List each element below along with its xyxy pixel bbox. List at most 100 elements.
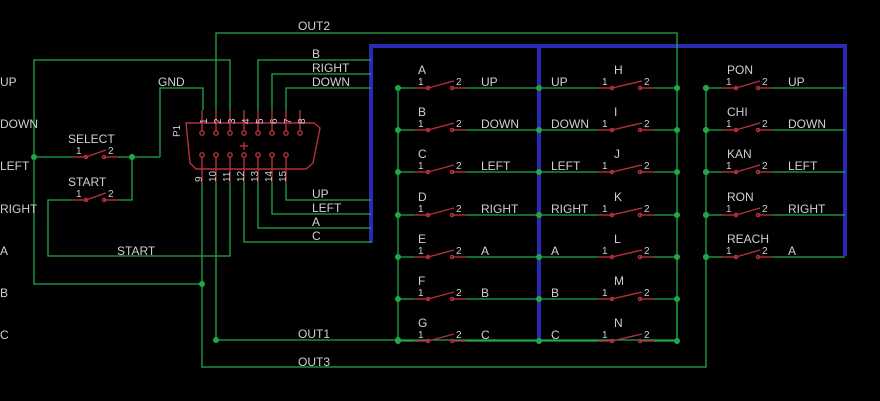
col3-ron-pin2: 2 bbox=[762, 204, 768, 215]
col3-chi-label: CHI bbox=[727, 105, 748, 119]
col1-f-junction bbox=[395, 296, 401, 302]
col3-kan-label: KAN bbox=[727, 147, 752, 161]
col1-g-label: G bbox=[418, 316, 427, 330]
col3-out-junction-1 bbox=[703, 127, 709, 133]
col2-out-junction-5 bbox=[674, 296, 680, 302]
col2-m-net-left-label: B bbox=[551, 286, 559, 300]
col1-e-pin2: 2 bbox=[456, 246, 462, 257]
col2-k-net-label: RIGHT bbox=[0, 202, 38, 216]
col2-out-junction-3 bbox=[674, 212, 680, 218]
junctions bbox=[31, 85, 709, 344]
col1-b-junction bbox=[395, 127, 401, 133]
col2-j-net-label: LEFT bbox=[0, 159, 30, 173]
col2-i-net-label: DOWN bbox=[0, 117, 38, 131]
pin-5-label: 5 bbox=[255, 118, 266, 124]
col1-g-pin1: 1 bbox=[418, 330, 424, 341]
col2-k-net-left-label: RIGHT bbox=[551, 202, 589, 216]
up-wire bbox=[285, 183, 371, 201]
col2-l-pin2: 2 bbox=[644, 246, 650, 257]
col2-k-pin1: 1 bbox=[602, 204, 608, 215]
col1-a-pin2: 2 bbox=[456, 77, 462, 88]
col3-reach-label: REACH bbox=[727, 232, 769, 246]
down-wire bbox=[285, 87, 371, 110]
left-junction-4 bbox=[395, 337, 401, 343]
pin-8-pad bbox=[297, 130, 303, 136]
col2-n-switch: 1 2 N bbox=[598, 316, 654, 344]
col2-k-pin2: 2 bbox=[644, 204, 650, 215]
col3-reach-net-label: A bbox=[788, 244, 796, 258]
col1-f-pin1: 1 bbox=[418, 288, 424, 299]
col2-m-junction bbox=[536, 296, 542, 302]
out3-label: OUT3 bbox=[298, 355, 330, 369]
col1-c-net-label: LEFT bbox=[481, 159, 511, 173]
col1-a-net-label: UP bbox=[481, 75, 498, 89]
col1-g-pin2: 2 bbox=[456, 330, 462, 341]
col1-e-label: E bbox=[418, 232, 426, 246]
col3-out-junction-3 bbox=[703, 212, 709, 218]
col2-j-pin2: 2 bbox=[644, 161, 650, 172]
col2-h-pin2: 2 bbox=[644, 77, 650, 88]
col1-a-label: A bbox=[418, 63, 426, 77]
col2-n-pin1: 1 bbox=[602, 330, 608, 341]
down-net-label: DOWN bbox=[312, 75, 350, 89]
wiring bbox=[33, 32, 707, 368]
col3-out-junction-0 bbox=[703, 85, 709, 91]
col3-out-junction-2 bbox=[703, 169, 709, 175]
col1-e-net-label: A bbox=[481, 244, 489, 258]
start-label: START bbox=[68, 175, 107, 189]
col2-l-net-label: A bbox=[0, 244, 8, 258]
select-pin1: 1 bbox=[76, 146, 82, 157]
col2-n-pin2: 2 bbox=[644, 330, 650, 341]
left-junction-1 bbox=[129, 154, 135, 160]
b-net-label: B bbox=[312, 47, 320, 61]
pin-4-pad bbox=[241, 130, 247, 136]
pin-3-label: 3 bbox=[227, 118, 238, 124]
pin-9-pad bbox=[199, 152, 205, 158]
pin-11-pad bbox=[227, 152, 233, 158]
col2-i-label: I bbox=[614, 105, 617, 119]
c-net-label: C bbox=[312, 229, 321, 243]
col2-i-pin2: 2 bbox=[644, 119, 650, 130]
col3-pon-label: PON bbox=[727, 63, 753, 77]
col2-h-junction bbox=[536, 85, 542, 91]
connector-ref: P1 bbox=[172, 124, 183, 137]
col1-b-label: B bbox=[418, 105, 426, 119]
col1-d-junction bbox=[395, 212, 401, 218]
pin-1-pad bbox=[199, 130, 205, 136]
a-wire bbox=[257, 183, 371, 229]
col3-pon-pin1: 1 bbox=[726, 77, 732, 88]
dsub-connector bbox=[185, 122, 321, 170]
pin-12-pad bbox=[241, 152, 247, 158]
col1-d-label: D bbox=[418, 190, 427, 204]
col2-j-pin1: 1 bbox=[602, 161, 608, 172]
pin-10-label: 10 bbox=[208, 170, 219, 182]
col2-n-net-label: C bbox=[0, 328, 9, 342]
left-junction-0 bbox=[31, 154, 37, 160]
col2-h-label: H bbox=[614, 63, 623, 77]
col3-reach-pin2: 2 bbox=[762, 246, 768, 257]
pin-4-label: 4 bbox=[241, 118, 252, 124]
col2-h-net-left-label: UP bbox=[551, 75, 568, 89]
col2-j-net-left-label: LEFT bbox=[551, 159, 581, 173]
col3-out-junction-4 bbox=[703, 254, 709, 260]
pin-7-label: 7 bbox=[283, 118, 294, 124]
b-wire bbox=[257, 59, 371, 110]
col2-out-junction-0 bbox=[674, 85, 680, 91]
col3-chi-pin2: 2 bbox=[762, 119, 768, 130]
col3-chi-pin1: 1 bbox=[726, 119, 732, 130]
col2-out-junction-1 bbox=[674, 127, 680, 133]
col2-i-net-left-label: DOWN bbox=[551, 117, 589, 131]
start-net-wire bbox=[47, 183, 231, 257]
col2-n-label: N bbox=[614, 316, 623, 330]
